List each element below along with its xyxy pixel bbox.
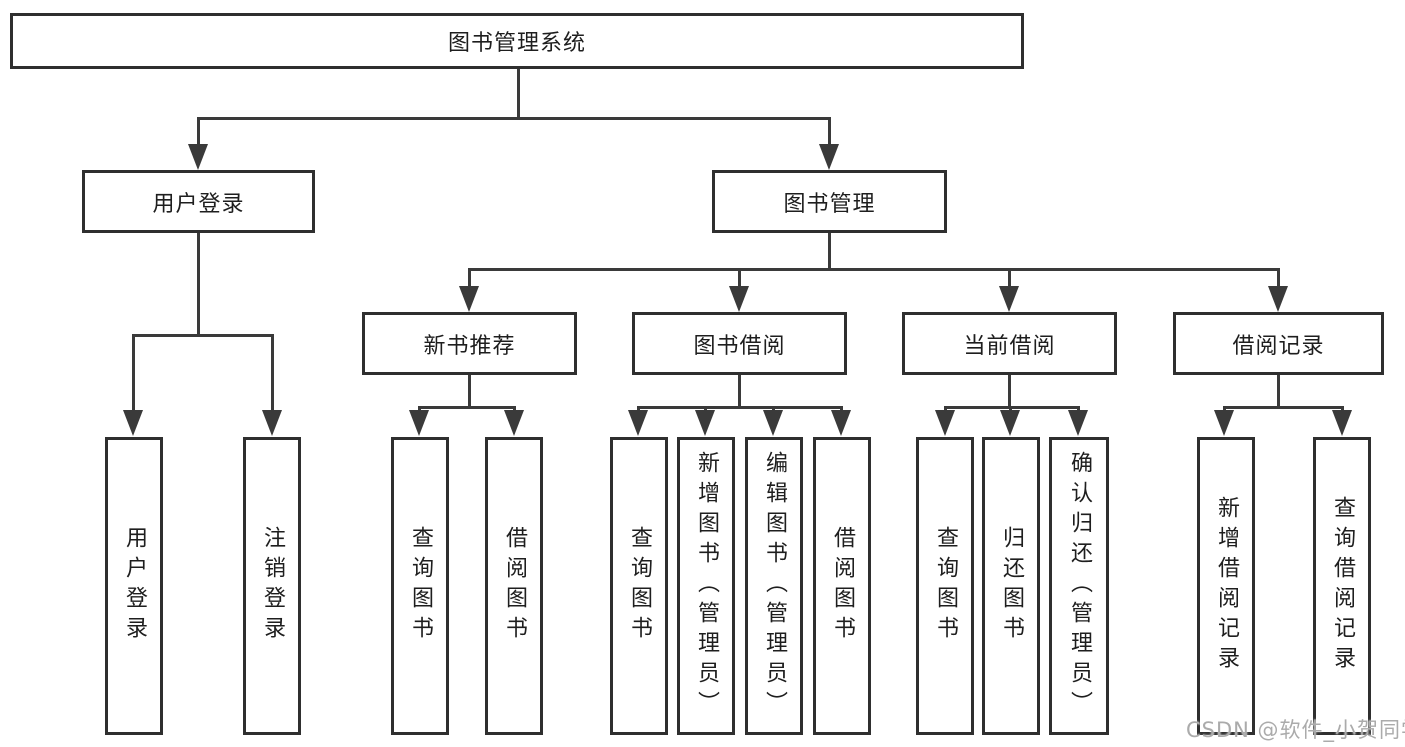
leaf-label: 借阅图书 [830,526,855,646]
leaf-label: 新增借阅记录 [1214,496,1239,676]
connector-line [944,406,1080,409]
leaf-label: 查询图书 [408,526,433,646]
node-label: 用户登录 [152,191,245,217]
arrow-down-icon [935,410,955,436]
node-current-borrowing: 当前借阅 [902,312,1117,375]
connector-line [517,68,520,119]
connector-line [468,375,471,409]
arrow-down-icon [459,286,479,312]
arrow-down-icon [262,410,282,436]
leaf-label: 查询图书 [627,526,652,646]
leaf-label: 用户登录 [122,526,147,646]
leaf-label: 新增图书（管理员） [694,451,719,721]
node-label: 图书借阅 [693,333,786,359]
leaf-label: 归还图书 [999,526,1024,646]
node-user-login: 用户登录 [82,170,315,233]
arrow-down-icon [819,144,839,170]
connector-line [132,334,135,412]
leaf-borrow-books: 借阅图书 [813,437,871,735]
arrow-down-icon [504,410,524,436]
leaf-confirm-return-admin: 确认归还（管理员） [1049,437,1109,735]
leaf-query-borrow-record: 查询借阅记录 [1313,437,1371,735]
connector-line [418,406,516,409]
arrow-down-icon [1268,286,1288,312]
connector-line [738,375,741,409]
arrow-down-icon [763,410,783,436]
connector-line [197,117,831,120]
connector-line [468,268,471,290]
arrow-down-icon [409,410,429,436]
connector-line [828,117,831,147]
connector-line [1008,375,1011,409]
connector-line [1277,268,1280,290]
leaf-borrow-books-recommend: 借阅图书 [485,437,543,735]
connector-line [271,334,274,412]
connector-line [738,268,741,290]
connector-line [1223,406,1344,409]
connector-line [468,268,1280,271]
arrow-down-icon [729,286,749,312]
connector-line [828,232,831,271]
connector-line [637,406,843,409]
watermark-text: CSDN @软件_小贺同学 [1186,718,1405,742]
node-label: 图书管理 [783,191,876,217]
leaf-edit-books-admin: 编辑图书（管理员） [745,437,803,735]
leaf-label: 确认归还（管理员） [1067,451,1092,721]
leaf-logout: 注销登录 [243,437,301,735]
arrow-down-icon [628,410,648,436]
node-book-borrowing: 图书借阅 [632,312,847,375]
leaf-label: 查询图书 [933,526,958,646]
node-label: 借阅记录 [1232,333,1325,359]
leaf-label: 借阅图书 [502,526,527,646]
leaf-query-books-current: 查询图书 [916,437,974,735]
arrow-down-icon [1068,410,1088,436]
arrow-down-icon [831,410,851,436]
node-label: 新书推荐 [423,333,516,359]
node-label: 当前借阅 [963,333,1056,359]
node-borrowing-records: 借阅记录 [1173,312,1384,375]
leaf-query-books-recommend: 查询图书 [391,437,449,735]
node-new-book-recommendation: 新书推荐 [362,312,577,375]
connector-line [1008,268,1011,290]
leaf-add-borrow-record: 新增借阅记录 [1197,437,1255,735]
leaf-return-books: 归还图书 [982,437,1040,735]
connector-line [132,334,274,337]
arrow-down-icon [123,410,143,436]
leaf-query-books-borrow: 查询图书 [610,437,668,735]
node-book-management: 图书管理 [712,170,947,233]
arrow-down-icon [999,286,1019,312]
leaf-label: 注销登录 [260,526,285,646]
arrow-down-icon [188,144,208,170]
connector-line [197,232,200,337]
leaf-add-books-admin: 新增图书（管理员） [677,437,735,735]
node-library-management-system: 图书管理系统 [10,13,1024,69]
arrow-down-icon [695,410,715,436]
leaf-label: 查询借阅记录 [1330,496,1355,676]
leaf-user-login: 用户登录 [105,437,163,735]
connector-line [197,117,200,147]
connector-line [1277,375,1280,409]
arrow-down-icon [1000,410,1020,436]
arrow-down-icon [1214,410,1234,436]
node-label: 图书管理系统 [447,31,586,56]
arrow-down-icon [1332,410,1352,436]
leaf-label: 编辑图书（管理员） [762,451,787,721]
